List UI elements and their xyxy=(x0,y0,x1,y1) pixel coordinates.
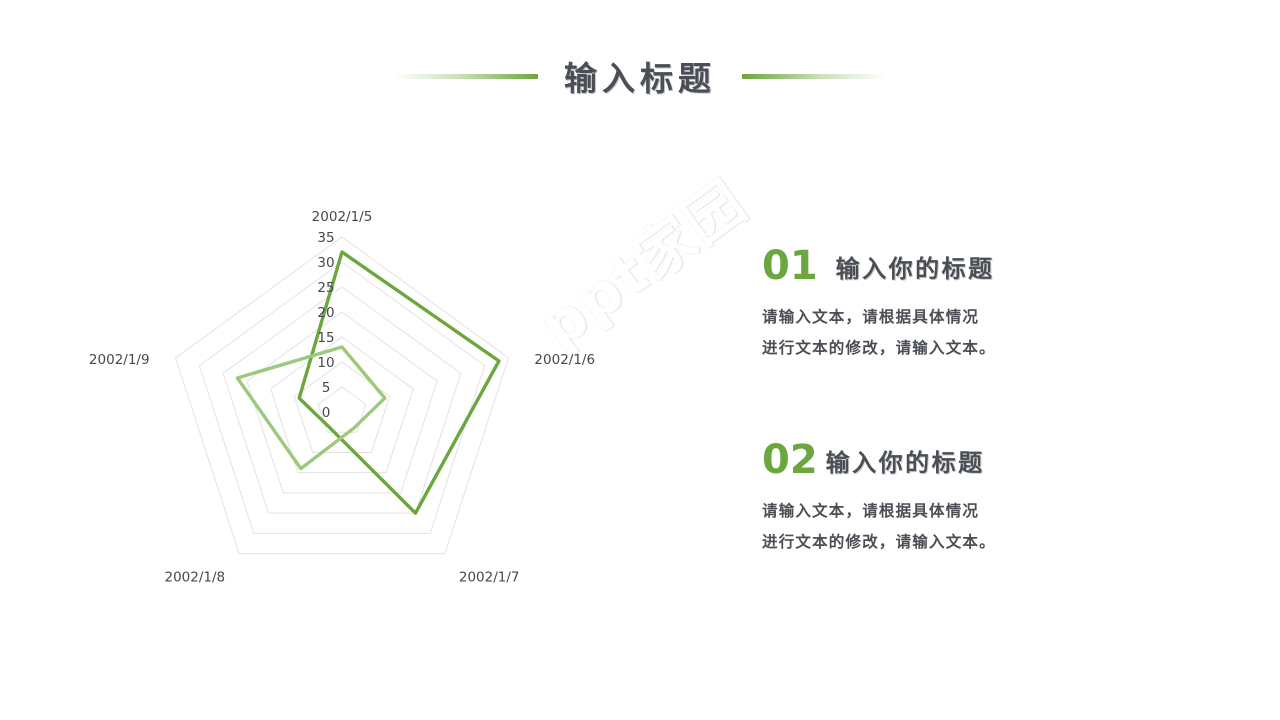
radar-grid-ring xyxy=(270,336,414,474)
radar-category-label: 2002/1/9 xyxy=(89,352,150,368)
radar-series-2 xyxy=(235,345,387,471)
radar-tick-label: 30 xyxy=(317,255,334,271)
radar-tick-labels: 0 5 10 15 20 25 30 35 xyxy=(317,230,334,421)
radar-tick-label: 25 xyxy=(317,280,334,296)
radar-series xyxy=(235,250,501,515)
radar-grid-ring xyxy=(174,236,510,555)
page-title: 输入标题 xyxy=(564,59,716,98)
info-block-01-line2: 进行文本的修改，请输入文本。 xyxy=(762,339,996,357)
info-block-01-head: 01 输入你的标题 xyxy=(762,246,1222,286)
page-header: 输入标题 xyxy=(0,46,1280,106)
radar-tick-label: 5 xyxy=(322,380,331,396)
info-block-02-line1: 请输入文本，请根据具体情况 xyxy=(762,502,980,520)
radar-tick-label: 20 xyxy=(317,305,334,321)
info-block-01-body: 请输入文本，请根据具体情况 进行文本的修改，请输入文本。 xyxy=(762,302,1222,364)
radar-grid-ring xyxy=(222,286,462,514)
info-block-02-head: 02 输入你的标题 xyxy=(762,440,1222,480)
radar-tick-label: 0 xyxy=(322,405,331,421)
radar-tick-label: 10 xyxy=(317,355,334,371)
radar-tick-label: 35 xyxy=(317,230,334,246)
info-block-02-line2: 进行文本的修改，请输入文本。 xyxy=(762,533,996,551)
radar-tick-label: 15 xyxy=(317,330,334,346)
radar-series-1 xyxy=(297,250,501,515)
radar-grid xyxy=(174,236,510,555)
title-rule-left xyxy=(394,73,538,79)
info-block-01-number: 01 xyxy=(762,243,818,289)
info-block-01: 01 输入你的标题 请输入文本，请根据具体情况 进行文本的修改，请输入文本。 xyxy=(762,246,1222,364)
info-block-02-body: 请输入文本，请根据具体情况 进行文本的修改，请输入文本。 xyxy=(762,496,1222,558)
radar-category-label: 2002/1/6 xyxy=(534,352,595,368)
info-block-02-title: 输入你的标题 xyxy=(825,448,985,477)
title-rule-right xyxy=(742,73,886,79)
radar-grid-ring xyxy=(317,386,367,433)
info-block-02-number: 02 xyxy=(762,437,818,483)
info-block-01-title: 输入你的标题 xyxy=(835,254,995,283)
radar-category-labels: 2002/1/5 2002/1/6 2002/1/7 2002/1/8 2002/1/9 xyxy=(89,209,595,586)
radar-category-label: 2002/1/5 xyxy=(312,209,373,225)
radar-category-label: 2002/1/8 xyxy=(164,570,225,586)
info-block-02: 02 输入你的标题 请输入文本，请根据具体情况 进行文本的修改，请输入文本。 xyxy=(762,440,1222,558)
radar-grid-ring xyxy=(198,261,486,534)
info-block-01-line1: 请输入文本，请根据具体情况 xyxy=(762,308,980,326)
radar-category-label: 2002/1/7 xyxy=(459,570,520,586)
